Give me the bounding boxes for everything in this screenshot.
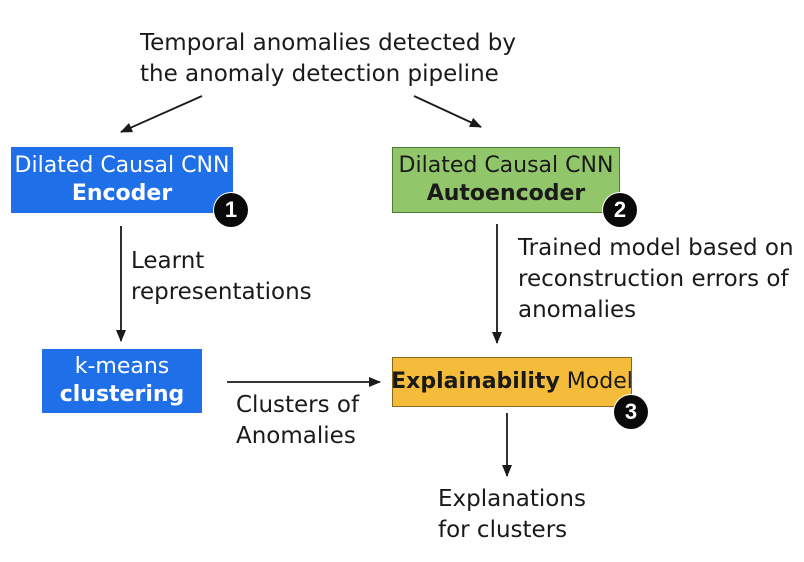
trained-model-label: Trained model based on reconstruction er… [518,233,794,326]
kmeans-box: k-means clustering [42,349,202,413]
top-note-line2: the anomaly detection pipeline [140,61,499,87]
arrow-to-autoencoder [413,95,482,128]
clusters-of-anomalies-label: Clusters of Anomalies [236,390,359,452]
explanations-label: Explanations for clusters [438,484,586,546]
step-3-badge: 3 [614,395,648,429]
top-note: Temporal anomalies detected by the anoma… [140,28,516,90]
encoder-box-line2: Encoder [71,181,173,206]
arrow-to-encoder [120,95,203,133]
learnt-label-line2: representations [131,279,312,305]
explanations-label-line2: for clusters [438,517,568,543]
encoder-box-line1: Dilated Causal CNN [14,153,230,178]
trained-label-line2: reconstruction errors of [518,266,789,292]
autoencoder-box-line1: Dilated Causal CNN [398,153,614,178]
trained-label-line3: anomalies [518,297,637,323]
clusters-label-line1: Clusters of [236,392,360,418]
kmeans-box-line1: k-means [74,354,170,379]
step-2-badge: 2 [603,193,637,227]
autoencoder-box: Dilated Causal CNN Autoencoder [392,147,620,213]
explanations-label-line1: Explanations [438,486,586,512]
explainability-model-box: Explainability Model [391,357,633,407]
learnt-label-line1: Learnt [131,248,205,274]
autoencoder-box-line2: Autoencoder [426,181,586,206]
trained-label-line1: Trained model based on [518,235,794,261]
top-note-line1: Temporal anomalies detected by [140,30,516,56]
kmeans-box-line2: clustering [59,382,185,407]
encoder-box: Dilated Causal CNN Encoder [11,147,233,213]
clusters-label-line2: Anomalies [236,423,356,449]
step-1-badge: 1 [214,193,248,227]
explain-box-rest: Model [559,369,633,394]
explain-box-bold: Explainability [391,369,560,394]
learnt-representations-label: Learnt representations [131,246,312,308]
